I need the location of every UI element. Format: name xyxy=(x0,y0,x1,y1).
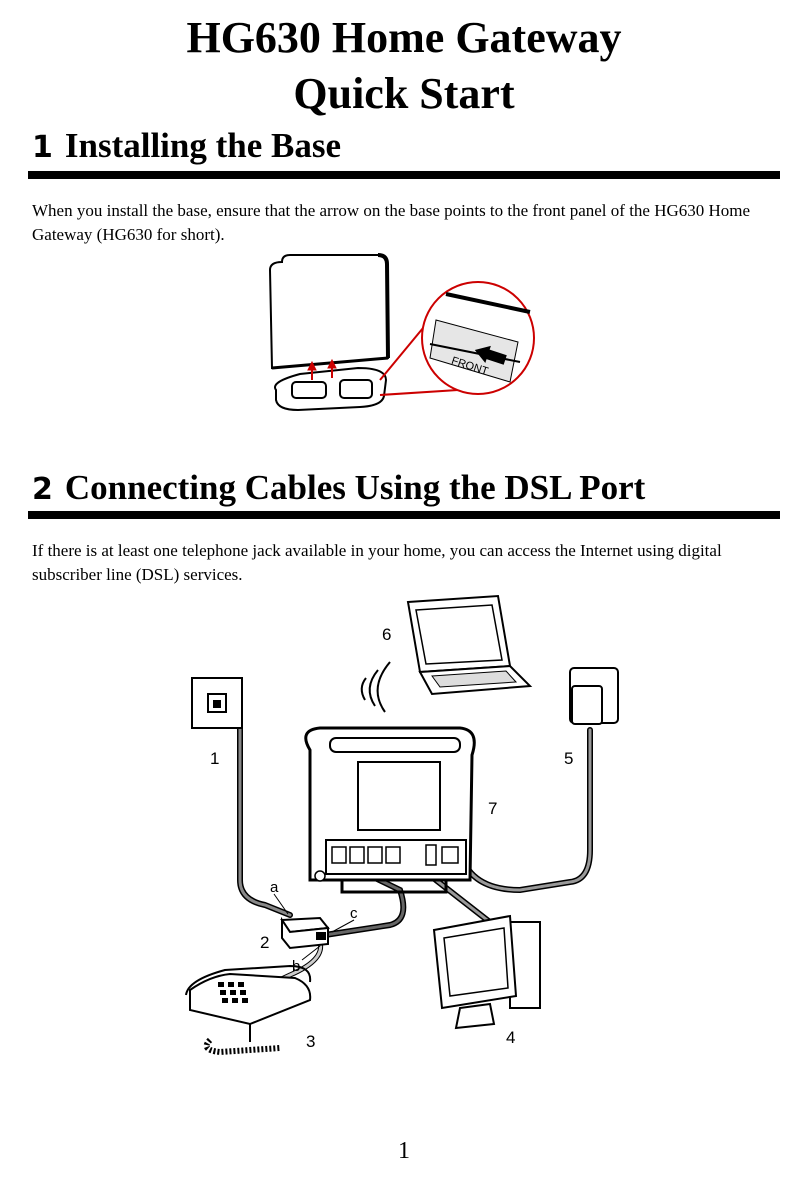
section2-title: Connecting Cables Using the DSL Port xyxy=(64,468,646,507)
callout-2: 2 xyxy=(260,933,269,952)
callout-5: 5 xyxy=(564,749,573,768)
splitter xyxy=(280,916,330,950)
section2-paragraph: If there is at least one telephone jack … xyxy=(32,541,722,584)
section2-number: 2 xyxy=(32,472,53,507)
callout-c: c xyxy=(350,905,358,922)
phone-line-cable xyxy=(219,705,293,918)
callout-7: 7 xyxy=(488,799,497,818)
page-number: 1 xyxy=(398,1138,410,1164)
section2-rule xyxy=(28,511,780,519)
gateway-device-side xyxy=(377,253,390,359)
doc-title-line1: HG630 Home Gateway xyxy=(186,13,622,62)
section1-title: Installing the Base xyxy=(64,126,342,165)
hg630-gateway xyxy=(304,726,476,894)
desktop-computer xyxy=(432,914,541,1030)
callout-1: 1 xyxy=(210,749,219,768)
laptop xyxy=(406,594,533,696)
callout-4: 4 xyxy=(506,1028,515,1047)
up-arrows-icon xyxy=(307,358,337,380)
base-install-figure: FRONT xyxy=(268,253,535,412)
power-adapter xyxy=(569,667,619,725)
section2-heading: 2 Connecting Cables Using the DSL Port xyxy=(32,466,645,512)
section1-rule xyxy=(28,171,780,179)
section1-number: 1 xyxy=(32,130,53,165)
front-arrow-icon xyxy=(474,345,507,365)
callout-a: a xyxy=(270,879,279,896)
telephone xyxy=(185,964,312,1056)
front-arrow-callout: FRONT xyxy=(379,281,535,396)
base-stand xyxy=(274,366,388,412)
callout-b: b xyxy=(292,958,300,975)
dsl-connection-figure: 1 2 3 4 5 6 7 a b c xyxy=(185,594,619,1056)
section1-paragraph: When you install the base, ensure that t… xyxy=(32,201,751,244)
callout-3: 3 xyxy=(306,1032,315,1051)
gateway-device-outline xyxy=(268,254,390,370)
doc-title-line2: Quick Start xyxy=(293,69,515,118)
callout-6: 6 xyxy=(382,625,391,644)
section1-heading: 1 Installing the Base xyxy=(32,124,341,170)
wall-jack xyxy=(191,677,243,729)
wifi-signal-icon xyxy=(360,661,391,713)
